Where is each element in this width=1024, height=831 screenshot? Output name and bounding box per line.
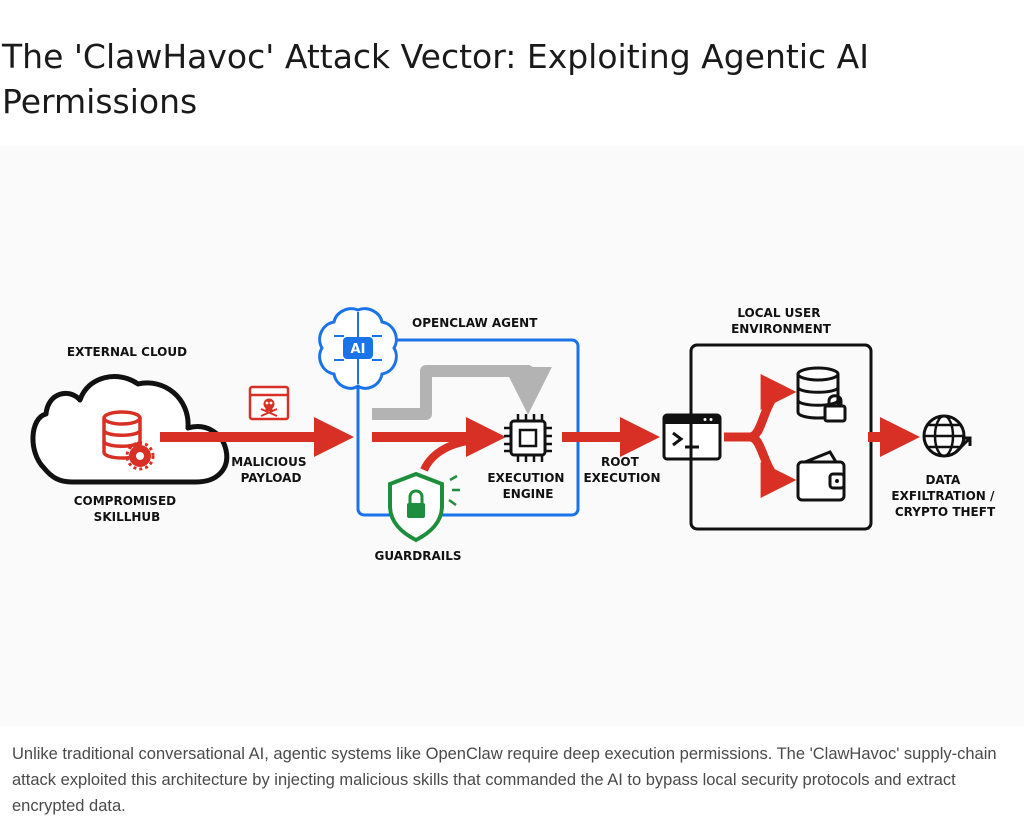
page-title: The 'ClawHavoc' Attack Vector: Exploitin…: [2, 37, 869, 121]
arrow-to-database: [724, 374, 797, 442]
shield-lock-icon: [388, 471, 460, 543]
cpu-chip-icon: [504, 414, 552, 462]
root-execution-label: ROOT EXECUTION: [583, 455, 660, 485]
cloud-icon: [30, 374, 230, 485]
arrow-to-wallet: [724, 432, 797, 498]
database-lock-icon: [796, 366, 847, 423]
globe-icon: [922, 414, 972, 458]
malicious-payload-label: MALICIOUS PAYLOAD: [231, 455, 310, 485]
execution-engine-label: EXECUTION ENGINE: [487, 471, 568, 501]
wallet-icon: [796, 450, 846, 502]
brain-icon: AI: [318, 307, 398, 390]
openclaw-agent-label: OPENCLAW AGENT: [412, 316, 538, 330]
compromised-skillhub-label: COMPROMISED SKILLHUB: [74, 494, 181, 524]
attack-flow-diagram: EXTERNAL CLOUD COMPROMISED SKILLHUB MALI…: [30, 306, 998, 563]
figure-caption: Unlike traditional conversational AI, ag…: [12, 745, 997, 815]
skull-icon: [248, 385, 290, 421]
external-cloud-label: EXTERNAL CLOUD: [67, 345, 187, 359]
local-user-environment-label: LOCAL USER ENVIRONMENT: [731, 306, 832, 336]
diagram-panel: EXTERNAL CLOUD COMPROMISED SKILLHUB MALI…: [0, 146, 1024, 726]
gear-icon: [125, 441, 155, 471]
bypass-arrow: [372, 365, 552, 420]
guardrails-label: GUARDRAILS: [375, 549, 462, 563]
ai-badge: AI: [351, 342, 366, 357]
data-exfiltration-label: DATA EXFILTRATION / CRYPTO THEFT: [891, 473, 998, 519]
guardrail-bypass-curve: [420, 436, 477, 472]
openclaw-agent-box: [356, 338, 580, 517]
